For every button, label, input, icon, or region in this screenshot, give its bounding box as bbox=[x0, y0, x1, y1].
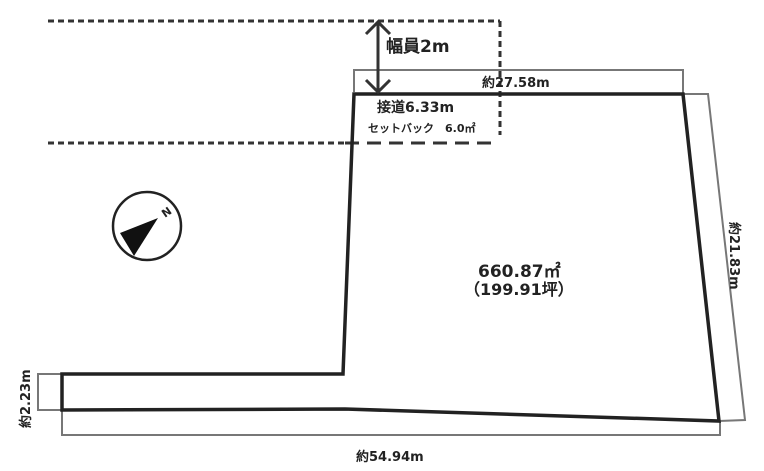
lot-outline bbox=[60, 92, 721, 423]
frontage-label: 接道6.33m bbox=[377, 99, 454, 116]
top-dimension-label: 約27.58m bbox=[482, 75, 550, 91]
right-dimension-line bbox=[683, 93, 747, 422]
area-sqm-label: 660.87㎡ bbox=[478, 261, 561, 282]
left-dimension-label: 約2.23m bbox=[18, 369, 34, 428]
area-tsubo-label: （199.91坪） bbox=[464, 280, 574, 299]
setback-label: セットバック 6.0㎡ bbox=[368, 121, 476, 135]
left-dimension-line bbox=[37, 373, 62, 411]
road-width-arrow bbox=[364, 19, 392, 95]
right-dimension-label: 約21.83m bbox=[726, 222, 742, 290]
bottom-dimension-line bbox=[61, 410, 721, 436]
road-boundary bbox=[48, 19, 502, 145]
dimension-lines bbox=[37, 69, 747, 436]
compass-north-icon: N bbox=[111, 190, 183, 262]
road-width-label: 幅員2m bbox=[386, 36, 450, 57]
bottom-dimension-label: 約54.94m bbox=[356, 449, 424, 465]
top-dimension-line bbox=[353, 69, 684, 94]
